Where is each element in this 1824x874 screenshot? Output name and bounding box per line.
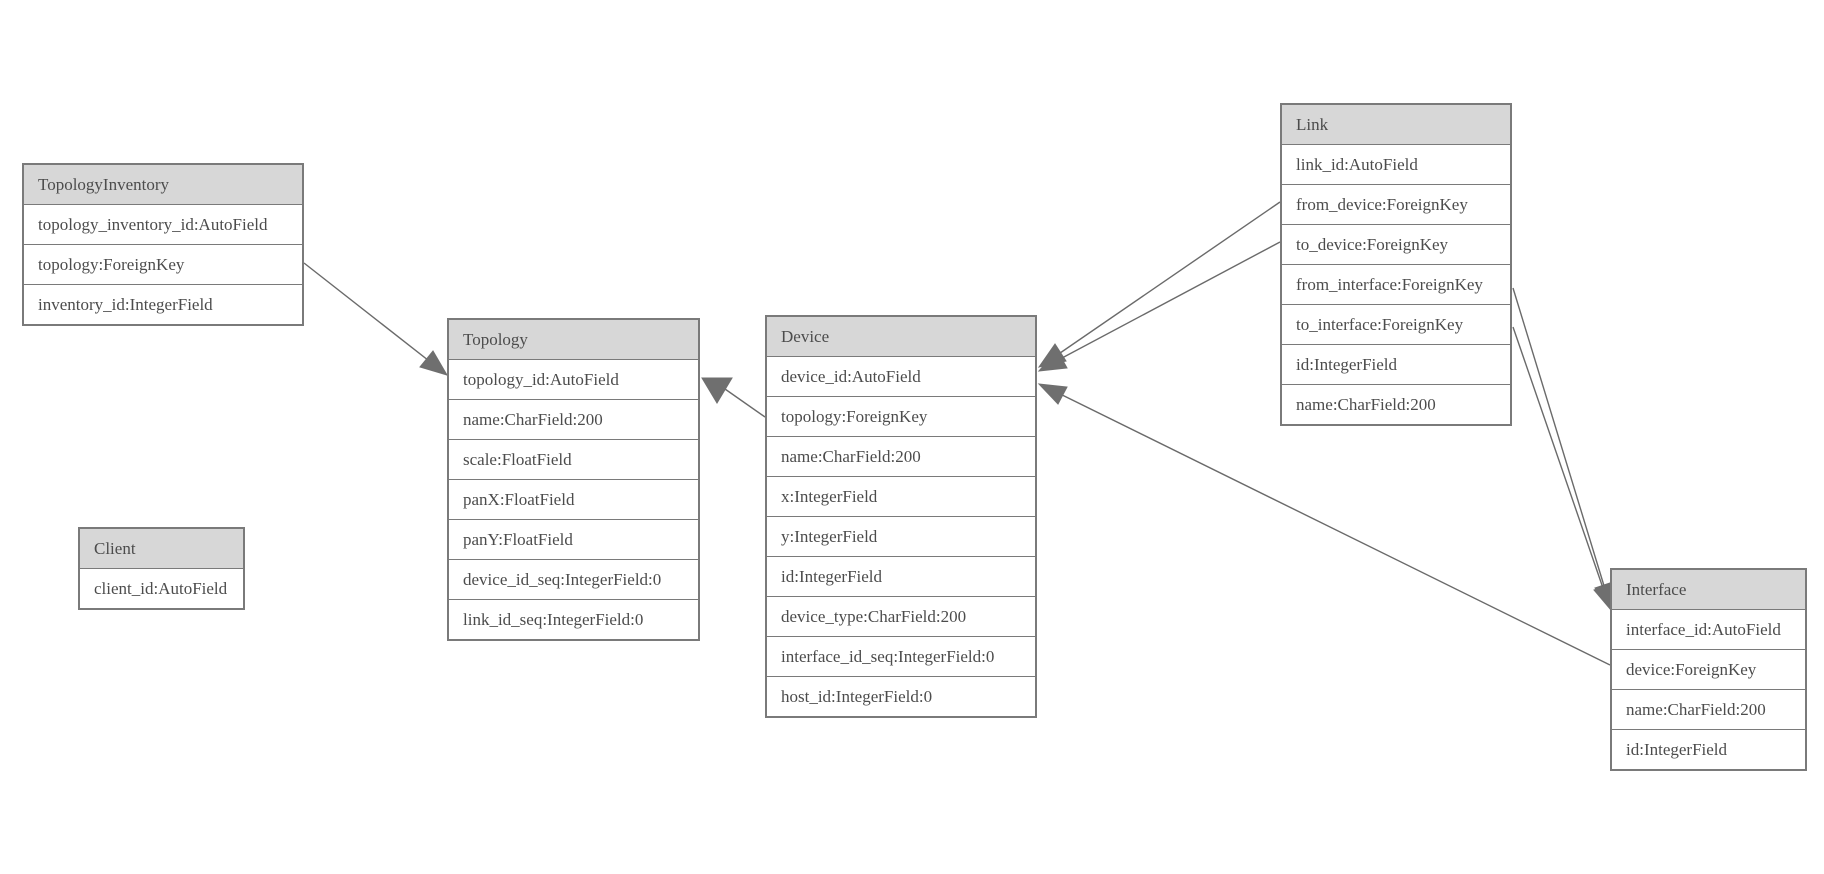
edge-line-link-from_interface-interface [1512,287,1606,590]
field-row-topology-scale: scale:FloatField [449,440,698,480]
field-row-device-device_type: device_type:CharField:200 [767,597,1035,637]
field-row-link-link_id: link_id:AutoField [1282,145,1510,185]
field-row-topology-panX: panX:FloatField [449,480,698,520]
field-row-device-device_id: device_id:AutoField [767,357,1035,397]
field-row-interface-device: device:ForeignKey [1612,650,1805,690]
field-row-device-name: name:CharField:200 [767,437,1035,477]
edge-line-device-topology [724,388,766,418]
entity-title-link: Link [1282,105,1510,145]
edge-line-interface-device [1047,387,1611,666]
field-row-client-client_id: client_id:AutoField [80,569,243,608]
edge-line-link-to_device-device [1046,241,1281,367]
field-row-topology-topology_id: topology_id:AutoField [449,360,698,400]
entity-title-topology: Topology [449,320,698,360]
field-row-device-x: x:IntegerField [767,477,1035,517]
field-row-topologyinventory-topology: topology:ForeignKey [24,245,302,285]
edge-line-topologyinventory-topology [303,262,448,376]
entity-title-device: Device [767,317,1035,357]
field-row-topology-link_id_seq: link_id_seq:IntegerField:0 [449,600,698,639]
field-row-device-topology: topology:ForeignKey [767,397,1035,437]
arrowhead-icon [419,350,449,376]
field-row-topologyinventory-topology_inventory_id: topology_inventory_id:AutoField [24,205,302,245]
edge-line-link-to_interface-interface [1512,326,1605,592]
field-row-device-y: y:IntegerField [767,517,1035,557]
field-row-link-id: id:IntegerField [1282,345,1510,385]
field-row-topology-device_id_seq: device_id_seq:IntegerField:0 [449,560,698,600]
entity-title-topologyinventory: TopologyInventory [24,165,302,205]
field-row-device-interface_id_seq: interface_id_seq:IntegerField:0 [767,637,1035,677]
field-row-topologyinventory-inventory_id: inventory_id:IntegerField [24,285,302,324]
entity-title-interface: Interface [1612,570,1805,610]
field-row-link-from_interface: from_interface:ForeignKey [1282,265,1510,305]
arrowhead-icon [1037,383,1068,405]
field-row-link-to_interface: to_interface:ForeignKey [1282,305,1510,345]
field-row-device-host_id: host_id:IntegerField:0 [767,677,1035,716]
field-row-interface-interface_id: interface_id:AutoField [1612,610,1805,650]
edge-topologyinventory-topology [303,262,449,376]
arrowhead-icon [1037,349,1068,372]
edge-interface-device [1037,383,1611,666]
field-row-link-name: name:CharField:200 [1282,385,1510,424]
field-row-link-from_device: from_device:ForeignKey [1282,185,1510,225]
field-row-interface-id: id:IntegerField [1612,730,1805,769]
edge-device-topology [701,377,766,418]
field-row-topology-panY: panY:FloatField [449,520,698,560]
arrowhead-icon [701,377,733,404]
field-row-topology-name: name:CharField:200 [449,400,698,440]
field-row-device-id: id:IntegerField [767,557,1035,597]
edge-link-to_device-device [1037,241,1281,372]
field-row-link-to_device: to_device:ForeignKey [1282,225,1510,265]
entity-title-client: Client [80,529,243,569]
edge-line-link-from_device-device [1046,201,1281,363]
field-row-interface-name: name:CharField:200 [1612,690,1805,730]
